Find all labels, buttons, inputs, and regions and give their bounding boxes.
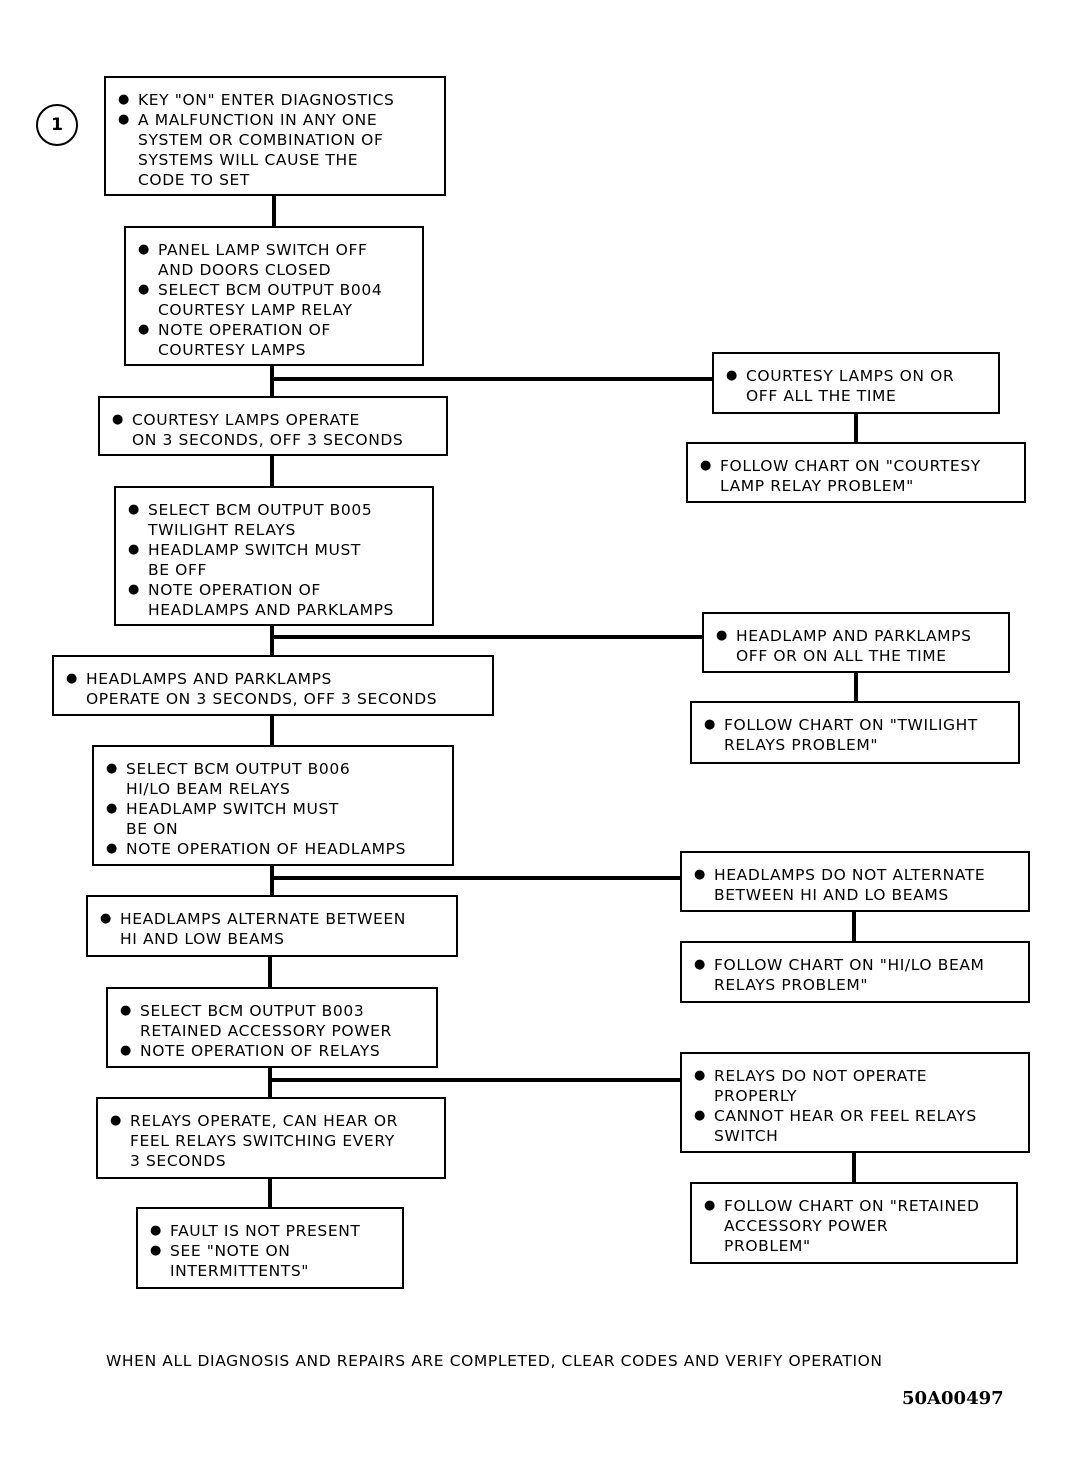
connector-b1-b2 bbox=[272, 195, 276, 227]
connector-b4-b5 bbox=[270, 625, 274, 656]
branch-b8-r7 bbox=[268, 1078, 682, 1082]
bullet-item: COURTESY LAMPS ON OR OFF ALL THE TIME bbox=[726, 366, 988, 406]
flow-box-fault-not-present: FAULT IS NOT PRESENT SEE "NOTE ON INTERM… bbox=[136, 1207, 404, 1289]
flow-box-headlamp-parklamps-fault: HEADLAMP AND PARKLAMPS OFF OR ON ALL THE… bbox=[702, 612, 1010, 673]
bullet-item: SELECT BCM OUTPUT B004 COURTESY LAMP REL… bbox=[138, 280, 412, 320]
bullet-item: FAULT IS NOT PRESENT bbox=[150, 1221, 392, 1241]
bullet-item: NOTE OPERATION OF HEADLAMPS bbox=[106, 839, 442, 859]
flow-box-courtesy-lamps-operate: COURTESY LAMPS OPERATE ON 3 SECONDS, OFF… bbox=[98, 396, 448, 456]
connector-b6-b7 bbox=[270, 865, 274, 896]
bullet-item: FOLLOW CHART ON "HI/LO BEAM RELAYS PROBL… bbox=[694, 955, 1018, 995]
flow-box-follow-accessory-power-chart: FOLLOW CHART ON "RETAINED ACCESSORY POWE… bbox=[690, 1182, 1018, 1264]
bullet-item: NOTE OPERATION OF COURTESY LAMPS bbox=[138, 320, 412, 360]
flow-box-headlamps-alternate: HEADLAMPS ALTERNATE BETWEEN HI AND LOW B… bbox=[86, 895, 458, 957]
connector-r5-r6 bbox=[852, 911, 856, 942]
connector-r1-r2 bbox=[854, 413, 858, 443]
bullet-item: SEE "NOTE ON INTERMITTENTS" bbox=[150, 1241, 392, 1281]
flow-box-enter-diagnostics: KEY "ON" ENTER DIAGNOSTICS A MALFUNCTION… bbox=[104, 76, 446, 196]
flow-box-headlamps-parklamps-operate: HEADLAMPS AND PARKLAMPS OPERATE ON 3 SEC… bbox=[52, 655, 494, 716]
bullet-item: FOLLOW CHART ON "RETAINED ACCESSORY POWE… bbox=[704, 1196, 1006, 1256]
connector-b5-b6 bbox=[270, 715, 274, 746]
bullet-item: PANEL LAMP SWITCH OFF AND DOORS CLOSED bbox=[138, 240, 412, 280]
connector-r7-r8 bbox=[852, 1152, 856, 1183]
bullet-item: HEADLAMP SWITCH MUST BE OFF bbox=[128, 540, 422, 580]
flow-box-select-b006: SELECT BCM OUTPUT B006 HI/LO BEAM RELAYS… bbox=[92, 745, 454, 866]
bullet-item: COURTESY LAMPS OPERATE ON 3 SECONDS, OFF… bbox=[112, 410, 436, 450]
connector-r3-r4 bbox=[854, 672, 858, 702]
flow-box-select-b005: SELECT BCM OUTPUT B005 TWILIGHT RELAYS H… bbox=[114, 486, 434, 626]
bullet-item: SELECT BCM OUTPUT B005 TWILIGHT RELAYS bbox=[128, 500, 422, 540]
flow-box-relays-operate: RELAYS OPERATE, CAN HEAR OR FEEL RELAYS … bbox=[96, 1097, 446, 1179]
bullet-item: NOTE OPERATION OF RELAYS bbox=[120, 1041, 426, 1061]
flow-box-select-b004: PANEL LAMP SWITCH OFF AND DOORS CLOSED S… bbox=[124, 226, 424, 366]
bullet-item: KEY "ON" ENTER DIAGNOSTICS bbox=[118, 90, 434, 110]
flow-box-select-b003: SELECT BCM OUTPUT B003 RETAINED ACCESSOR… bbox=[106, 987, 438, 1068]
figure-id: 50A00497 bbox=[902, 1388, 1004, 1409]
bullet-item: HEADLAMPS DO NOT ALTERNATE BETWEEN HI AN… bbox=[694, 865, 1018, 905]
connector-b9-b10 bbox=[268, 1178, 272, 1208]
flow-box-follow-hilo-chart: FOLLOW CHART ON "HI/LO BEAM RELAYS PROBL… bbox=[680, 941, 1030, 1003]
bullet-item: FOLLOW CHART ON "TWILIGHT RELAYS PROBLEM… bbox=[704, 715, 1008, 755]
branch-b6-r5 bbox=[270, 876, 682, 880]
flow-box-follow-twilight-chart: FOLLOW CHART ON "TWILIGHT RELAYS PROBLEM… bbox=[690, 701, 1020, 764]
branch-b2-r1 bbox=[270, 377, 714, 381]
branch-b4-r3 bbox=[270, 635, 704, 639]
footer-note: WHEN ALL DIAGNOSIS AND REPAIRS ARE COMPL… bbox=[106, 1352, 883, 1370]
bullet-item: HEADLAMP AND PARKLAMPS OFF OR ON ALL THE… bbox=[716, 626, 998, 666]
bullet-item: RELAYS OPERATE, CAN HEAR OR FEEL RELAYS … bbox=[110, 1111, 434, 1171]
step-number-marker: 1 bbox=[36, 104, 78, 146]
flow-box-courtesy-lamps-fault: COURTESY LAMPS ON OR OFF ALL THE TIME bbox=[712, 352, 1000, 414]
bullet-item: SELECT BCM OUTPUT B006 HI/LO BEAM RELAYS bbox=[106, 759, 442, 799]
connector-b8-b9 bbox=[268, 1067, 272, 1098]
connector-b3-b4 bbox=[270, 455, 274, 487]
bullet-item: A MALFUNCTION IN ANY ONE SYSTEM OR COMBI… bbox=[118, 110, 434, 190]
flow-box-follow-courtesy-chart: FOLLOW CHART ON "COURTESY LAMP RELAY PRO… bbox=[686, 442, 1026, 503]
bullet-item: NOTE OPERATION OF HEADLAMPS AND PARKLAMP… bbox=[128, 580, 422, 620]
bullet-item: HEADLAMPS AND PARKLAMPS OPERATE ON 3 SEC… bbox=[66, 669, 482, 709]
connector-b7-b8 bbox=[268, 956, 272, 988]
bullet-item: RELAYS DO NOT OPERATE PROPERLY bbox=[694, 1066, 1018, 1106]
flow-box-headlamps-not-alternate: HEADLAMPS DO NOT ALTERNATE BETWEEN HI AN… bbox=[680, 851, 1030, 912]
bullet-item: CANNOT HEAR OR FEEL RELAYS SWITCH bbox=[694, 1106, 1018, 1146]
bullet-item: HEADLAMPS ALTERNATE BETWEEN HI AND LOW B… bbox=[100, 909, 446, 949]
flow-box-relays-fault: RELAYS DO NOT OPERATE PROPERLY CANNOT HE… bbox=[680, 1052, 1030, 1153]
bullet-item: FOLLOW CHART ON "COURTESY LAMP RELAY PRO… bbox=[700, 456, 1014, 496]
bullet-item: SELECT BCM OUTPUT B003 RETAINED ACCESSOR… bbox=[120, 1001, 426, 1041]
bullet-item: HEADLAMP SWITCH MUST BE ON bbox=[106, 799, 442, 839]
